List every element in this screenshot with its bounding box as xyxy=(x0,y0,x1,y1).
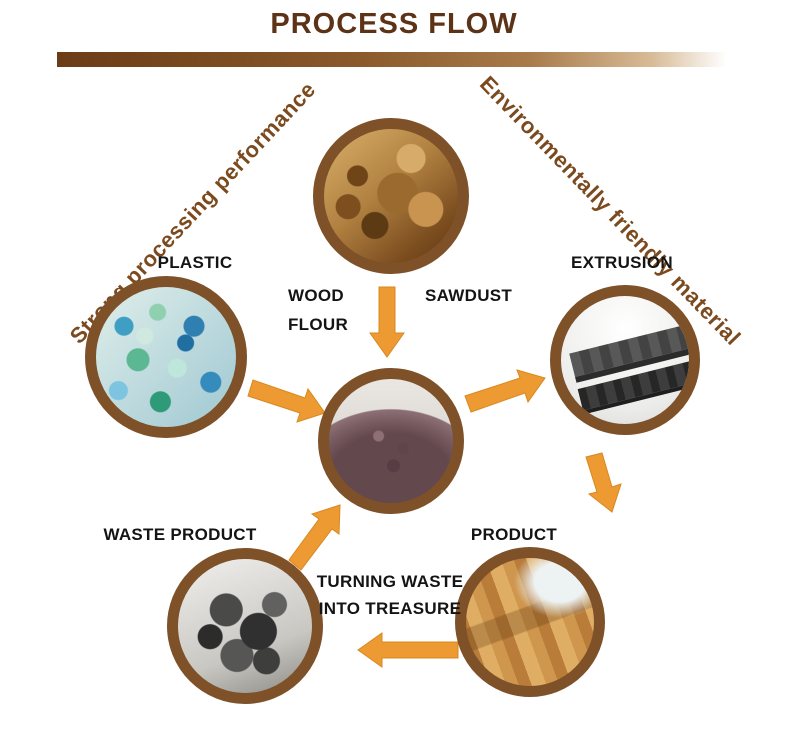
title-underline-bar xyxy=(57,52,733,67)
tagline: TURNING WASTE INTO TREASURE xyxy=(294,568,486,622)
wood-flour-photo xyxy=(318,368,464,514)
extrusion-photo xyxy=(550,285,700,435)
arrow-sawdust-to-mix-icon xyxy=(369,286,405,358)
waste-product-photo xyxy=(167,548,323,704)
page-title: PROCESS FLOW xyxy=(270,8,518,40)
label-plastic: PLASTIC xyxy=(157,253,233,272)
tagline-line1: TURNING WASTE xyxy=(316,572,464,591)
arrow-mix-to-extrusion-icon xyxy=(464,369,546,413)
sky-highlight xyxy=(514,558,594,618)
label-sawdust: SAWDUST xyxy=(425,286,513,305)
plastic-photo xyxy=(85,276,247,438)
product-photo xyxy=(455,547,605,697)
arrow-plastic-to-mix-icon xyxy=(247,379,326,423)
tagline-line2: INTO TREASURE xyxy=(318,599,462,618)
label-waste-product: WASTE PRODUCT xyxy=(103,525,257,544)
label-wood-flour: WOOD FLOUR xyxy=(288,281,348,339)
label-wood-flour-line1: WOOD xyxy=(288,286,344,305)
label-product: PRODUCT xyxy=(470,525,558,544)
arrow-waste-to-mix-icon xyxy=(288,504,341,571)
arrow-product-to-waste-icon xyxy=(357,632,459,668)
sawdust-photo xyxy=(313,118,469,274)
arrow-extrusion-to-product-icon xyxy=(585,452,622,513)
label-wood-flour-line2: FLOUR xyxy=(288,315,349,334)
label-extrusion: EXTRUSION xyxy=(571,253,673,272)
